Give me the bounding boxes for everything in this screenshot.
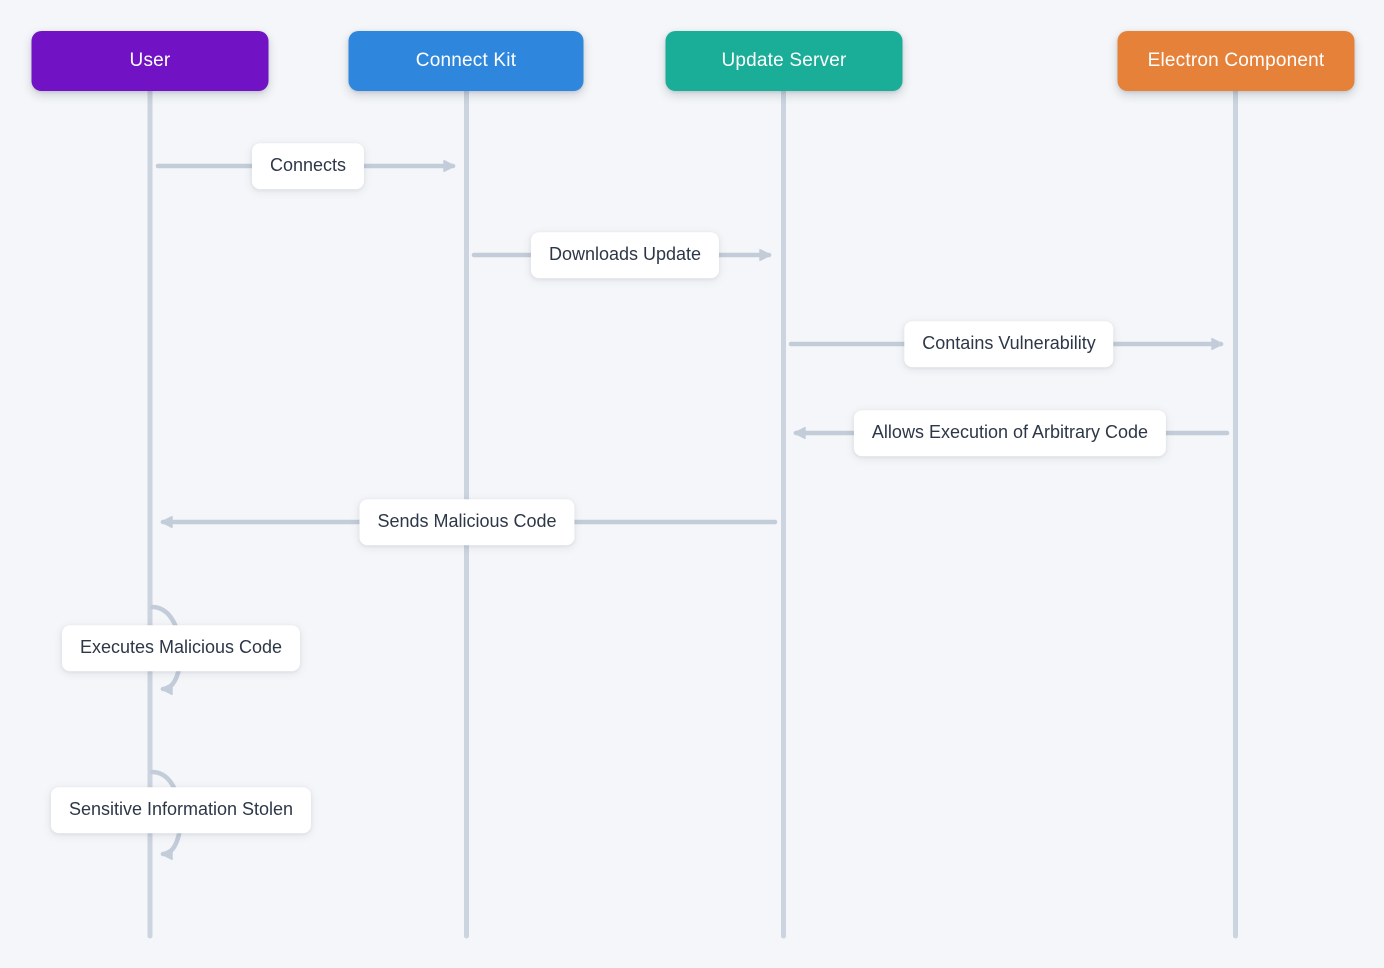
message-label-allows-execution: Allows Execution of Arbitrary Code: [853, 410, 1167, 456]
message-label-contains-vulnerability: Contains Vulnerability: [904, 321, 1114, 367]
actor-user: User: [31, 31, 269, 91]
message-label-downloads-update: Downloads Update: [530, 232, 720, 278]
actor-connect-kit: Connect Kit: [348, 31, 584, 91]
actor-label: User: [129, 50, 171, 71]
actor-label: Electron Component: [1147, 50, 1325, 71]
message-label-sensitive-information-stolen: Sensitive Information Stolen: [50, 787, 312, 833]
actor-label: Update Server: [721, 50, 847, 71]
message-label-sends-malicious-code: Sends Malicious Code: [359, 499, 575, 545]
actor-electron-component: Electron Component: [1117, 31, 1355, 91]
message-label-connects: Connects: [251, 143, 365, 189]
message-label-executes-malicious-code: Executes Malicious Code: [61, 625, 301, 671]
actor-update-server: Update Server: [665, 31, 903, 91]
actor-label: Connect Kit: [415, 50, 517, 71]
